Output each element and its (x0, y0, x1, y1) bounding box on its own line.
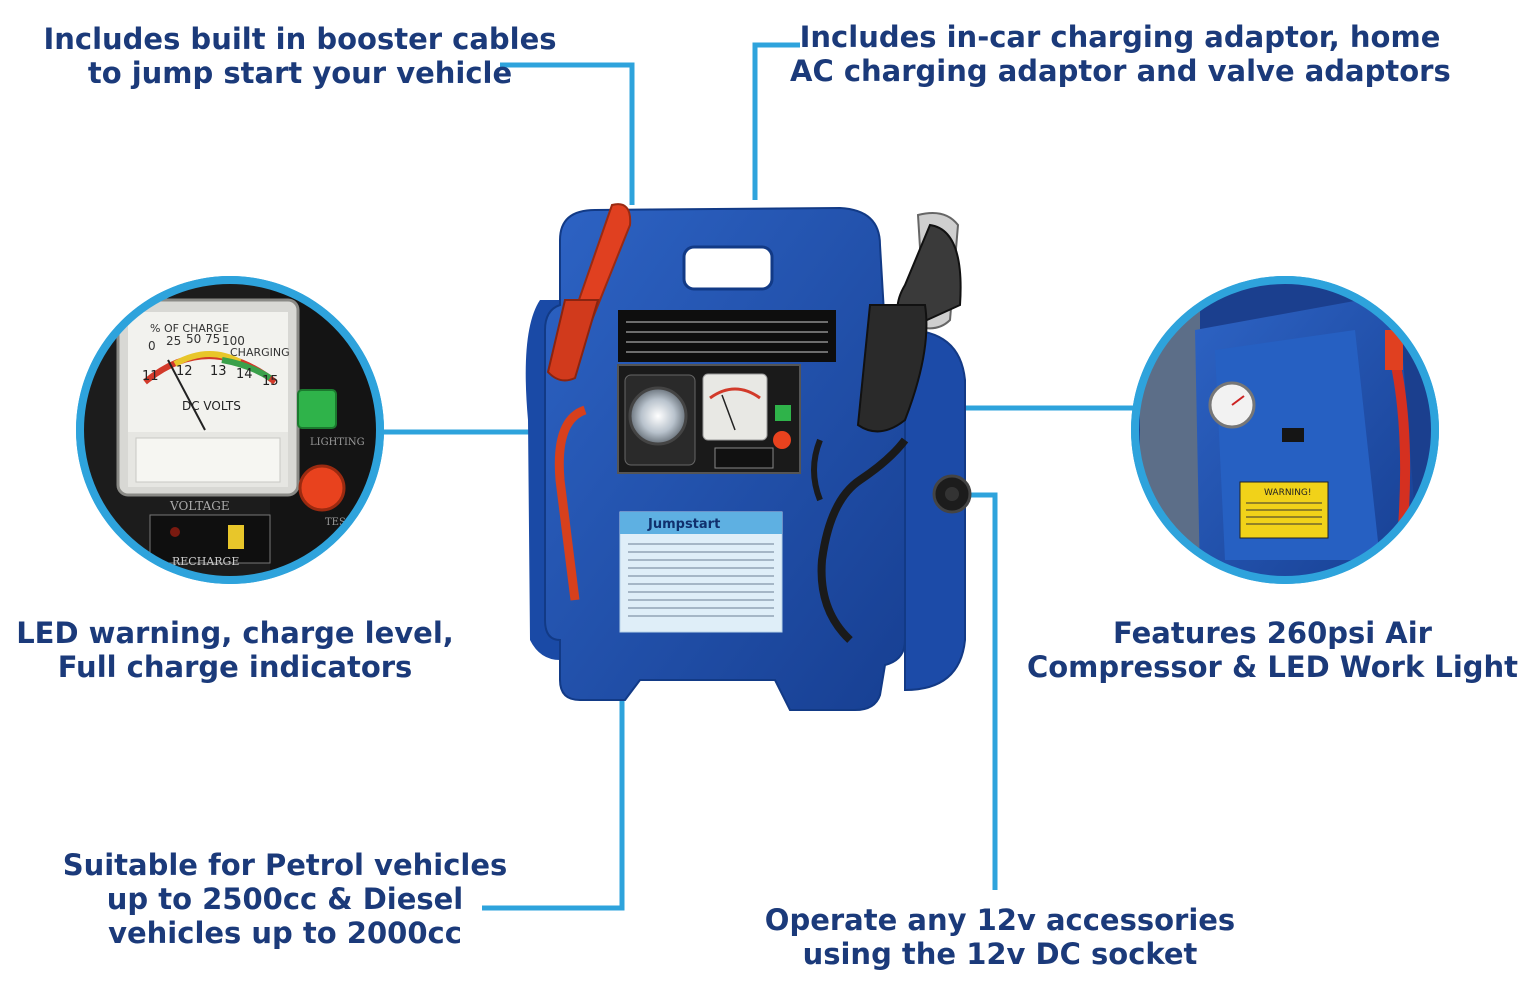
meter-unit: DC VOLTS (182, 399, 241, 413)
percent-tick: 50 (186, 332, 201, 346)
red-cable (554, 405, 587, 601)
callout-vehicles: Suitable for Petrol vehicles up to 2500c… (40, 848, 530, 950)
callout-line: using the 12v DC socket (802, 937, 1198, 971)
callout-line: AC charging adaptor and valve adaptors (790, 54, 1451, 88)
callout-line: up to 2500cc & Diesel (106, 882, 464, 916)
callout-booster-cables: Includes built in booster cables to jump… (20, 22, 580, 90)
test-label: TES (325, 517, 346, 528)
black-booster-clamp (856, 212, 962, 433)
callout-line: vehicles up to 2000cc (108, 916, 462, 950)
line-vehicles (482, 640, 625, 911)
jump-starter-unit: Jumpstart (525, 203, 972, 711)
percent-tick: 0 (148, 339, 156, 353)
meter-mode: CHARGING (230, 346, 290, 359)
voltage-tick: 11 (142, 369, 159, 384)
lighting-label: LIGHTING (310, 437, 365, 448)
callout-line: to jump start your vehicle (87, 56, 513, 90)
meter-zoom-circle: % OF CHARGE 0 25 50 75 100 CHARGING 11 1… (76, 276, 384, 584)
line-charging-adaptors (752, 42, 800, 200)
callout-line: Includes in-car charging adaptor, home (799, 20, 1441, 54)
voltmeter (702, 373, 768, 441)
warning-label: WARNING! (1264, 488, 1312, 498)
lighting-button (775, 405, 791, 421)
test-button (773, 431, 791, 449)
callout-dc-socket: Operate any 12v accessories using the 12… (740, 903, 1260, 971)
compressor-zoom-circle: WARNING! (1131, 276, 1439, 584)
callout-line: Full charge indicators (57, 650, 413, 684)
callout-line: Operate any 12v accessories (764, 903, 1236, 937)
callout-led-warning: LED warning, charge level, Full charge i… (0, 616, 470, 684)
callout-charging-adaptors: Includes in-car charging adaptor, home A… (790, 20, 1451, 88)
jumpstart-label: Jumpstart (647, 517, 720, 532)
callout-line: LED warning, charge level, (16, 616, 454, 650)
meter-heading: % OF CHARGE (150, 322, 229, 335)
callout-line: Includes built in booster cables (43, 22, 557, 56)
recharge-label: RECHARGE (172, 555, 239, 568)
percent-tick: 100 (222, 334, 245, 348)
work-light (628, 386, 688, 446)
callout-line: Features 260psi Air (1113, 616, 1432, 650)
black-cable (817, 437, 909, 643)
percent-tick: 25 (166, 334, 181, 348)
percent-tick: 75 (205, 332, 220, 346)
voltage-tick: 15 (262, 374, 279, 389)
green-indicator-button (297, 389, 337, 429)
carry-handle (682, 245, 774, 291)
percent-scale: 0 25 50 75 100 (148, 332, 245, 353)
callout-line: Compressor & LED Work Light (1026, 650, 1519, 684)
jumpstart-label-sticker: Jumpstart (619, 511, 783, 633)
red-test-button (298, 464, 346, 512)
callout-compressor: Features 260psi Air Compressor & LED Wor… (1020, 616, 1525, 684)
voltage-label: VOLTAGE (169, 499, 230, 513)
compressor-switch (1282, 428, 1304, 442)
callout-line: Suitable for Petrol vehicles (62, 848, 508, 882)
voltage-tick: 12 (176, 364, 193, 379)
line-booster-cables (500, 62, 635, 205)
voltage-scale: 11 12 13 14 15 (142, 364, 279, 389)
voltage-tick: 14 (236, 367, 253, 382)
voltage-tick: 13 (210, 364, 227, 379)
red-booster-clamp (546, 203, 632, 382)
